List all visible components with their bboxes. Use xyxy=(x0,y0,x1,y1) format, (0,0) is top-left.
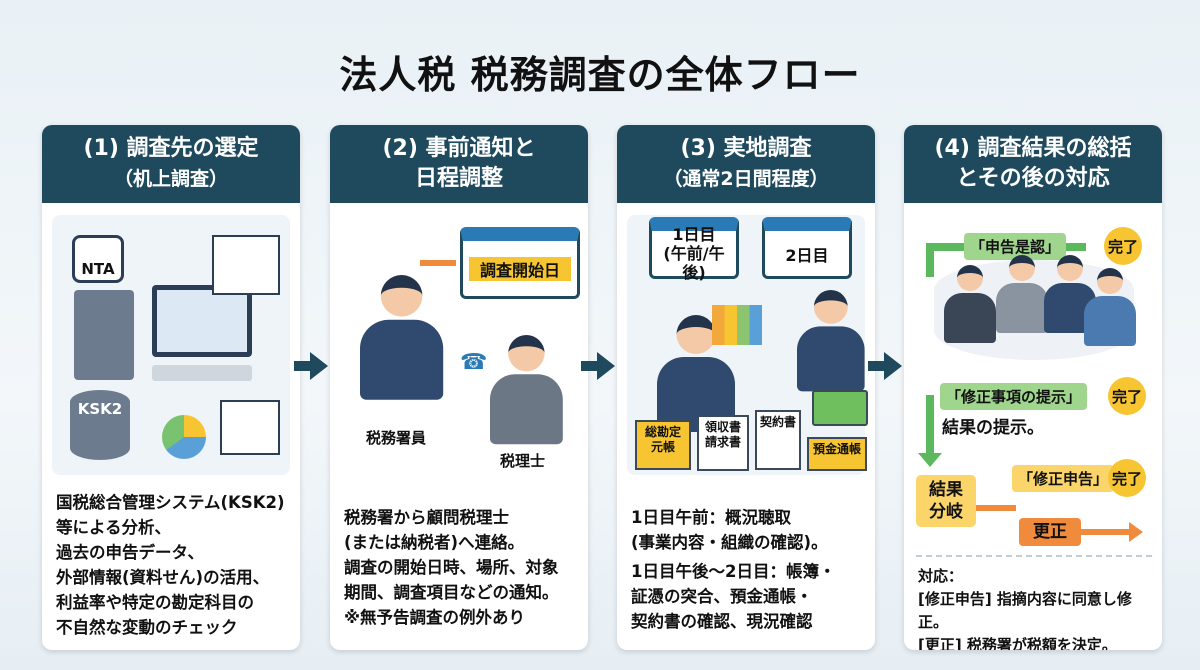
divider xyxy=(916,555,1152,557)
day1-calendar: 1日目(午前/午後) xyxy=(649,217,739,282)
binders-icon xyxy=(712,305,762,345)
step-2-title: (2) 事前通知と xyxy=(382,136,536,161)
notify-arrow-icon xyxy=(420,260,456,266)
receipt-doc: 領収書 請求書 xyxy=(697,415,749,471)
nta-logo: NTA xyxy=(72,235,124,283)
accountant-label: 税理士 xyxy=(500,452,546,470)
calendar-icon: 調査開始日 xyxy=(460,227,580,299)
inspector-figure xyxy=(657,315,735,432)
database-icon: KSK2 xyxy=(70,390,130,460)
step-4-description: 対応：[修正申告] 指摘内容に同意し修正。[更正] 税務署が税額を決定。 xyxy=(918,567,1132,650)
monitor-icon xyxy=(152,285,252,357)
present-box: 「修正事項の提示」 xyxy=(940,383,1088,410)
step-1-illustration: NTA KSK2 xyxy=(52,215,290,475)
step-1-title: (1) 調査先の選定 xyxy=(83,136,259,161)
step-2-header: (2) 事前通知と日程調整 xyxy=(330,125,588,203)
done-badge: 完了 xyxy=(1108,377,1146,415)
phone-icon: ☎ xyxy=(460,350,488,375)
green-connector xyxy=(926,243,934,277)
down-arrow-icon xyxy=(918,453,942,467)
amend-box: 「修正申告」 xyxy=(1012,465,1115,492)
officer-figure xyxy=(360,275,444,400)
step-2-subtitle: 日程調整 xyxy=(414,166,503,191)
step-2-illustration: 調査開始日 税務署員 ☎ 税理士 xyxy=(340,215,580,475)
step-4-header: (4) 調査結果の総括とその後の対応 xyxy=(904,125,1162,203)
person-figure xyxy=(996,255,1048,333)
step-1-description: 国税総合管理システム(KSK2)等による分析、過去の申告データ、外部情報(資料せ… xyxy=(56,493,285,637)
meeting-illustration xyxy=(934,255,1136,360)
correction-box: 更正 xyxy=(1019,518,1081,546)
green-passbook-icon xyxy=(812,390,868,426)
bar-chart-icon xyxy=(220,400,280,455)
branch-box: 結果 分岐 xyxy=(916,475,976,527)
ledger-doc: 総勘定元帳 xyxy=(635,420,691,470)
flow-arrow-icon xyxy=(868,352,902,380)
keyboard-icon xyxy=(152,365,252,381)
person-figure xyxy=(1084,268,1136,346)
step-3-illustration: 1日目(午前/午後) 2日目 総勘定元帳 領収書 請求書 契約書 預金通帳 xyxy=(627,215,868,475)
step-3-card: (3) 実地調査 （通常2日間程度） 1日目(午前/午後) 2日目 総勘定元帳 領… xyxy=(617,125,875,650)
done-badge: 完了 xyxy=(1104,227,1142,265)
done-badge: 完了 xyxy=(1108,459,1146,497)
step-2-description: 税務署から顧問税理士(または納税者)へ連絡。調査の開始日時、場所、対象期間、調査… xyxy=(344,508,559,627)
step-3-description: 1日目午前：概況聴取(事業内容・組織の確認)。1日目午後〜2日目：帳簿・証憑の突… xyxy=(631,508,836,631)
contract-doc: 契約書 xyxy=(755,410,801,470)
step-1-header: (1) 調査先の選定 （机上調査） xyxy=(42,125,300,203)
orange-arrow xyxy=(1081,529,1131,535)
day2-calendar: 2日目 xyxy=(762,217,852,279)
pie-chart-icon xyxy=(162,415,206,459)
step-3-header: (3) 実地調査 （通常2日間程度） xyxy=(617,125,875,203)
passbook-doc: 預金通帳 xyxy=(807,437,867,471)
flow-arrow-icon xyxy=(581,352,615,380)
orange-connector xyxy=(976,505,1016,511)
accountant-figure xyxy=(490,335,563,445)
page-title: 法人税 税務調査の全体フロー xyxy=(339,53,861,97)
person-figure xyxy=(944,265,996,343)
step-4-card: (4) 調査結果の総括とその後の対応 「申告是認」 完了 「修正事項の提示」 完… xyxy=(904,125,1162,650)
step-4-subtitle: とその後の対応 xyxy=(956,166,1110,191)
present-note: 結果の提示。 xyxy=(942,418,1044,438)
staff-figure xyxy=(797,290,865,392)
chart-window-icon xyxy=(212,235,280,295)
officer-label: 税務署員 xyxy=(366,429,427,447)
green-connector xyxy=(926,395,934,455)
step-1-subtitle: （机上調査） xyxy=(113,168,228,190)
step-2-card: (2) 事前通知と日程調整 調査開始日 税務署員 ☎ 税理士 税務署から顧問税理… xyxy=(330,125,588,650)
step-3-subtitle: （通常2日間程度） xyxy=(663,168,829,190)
flow-arrow-icon xyxy=(294,352,328,380)
step-3-title: (3) 実地調査 xyxy=(680,136,812,161)
step-1-card: (1) 調査先の選定 （机上調査） NTA KSK2 国税総合管理システム(KSK… xyxy=(42,125,300,650)
step-4-title: (4) 調査結果の総括 xyxy=(934,136,1132,161)
server-icon xyxy=(74,290,134,380)
arrow-head-icon xyxy=(1129,522,1143,542)
